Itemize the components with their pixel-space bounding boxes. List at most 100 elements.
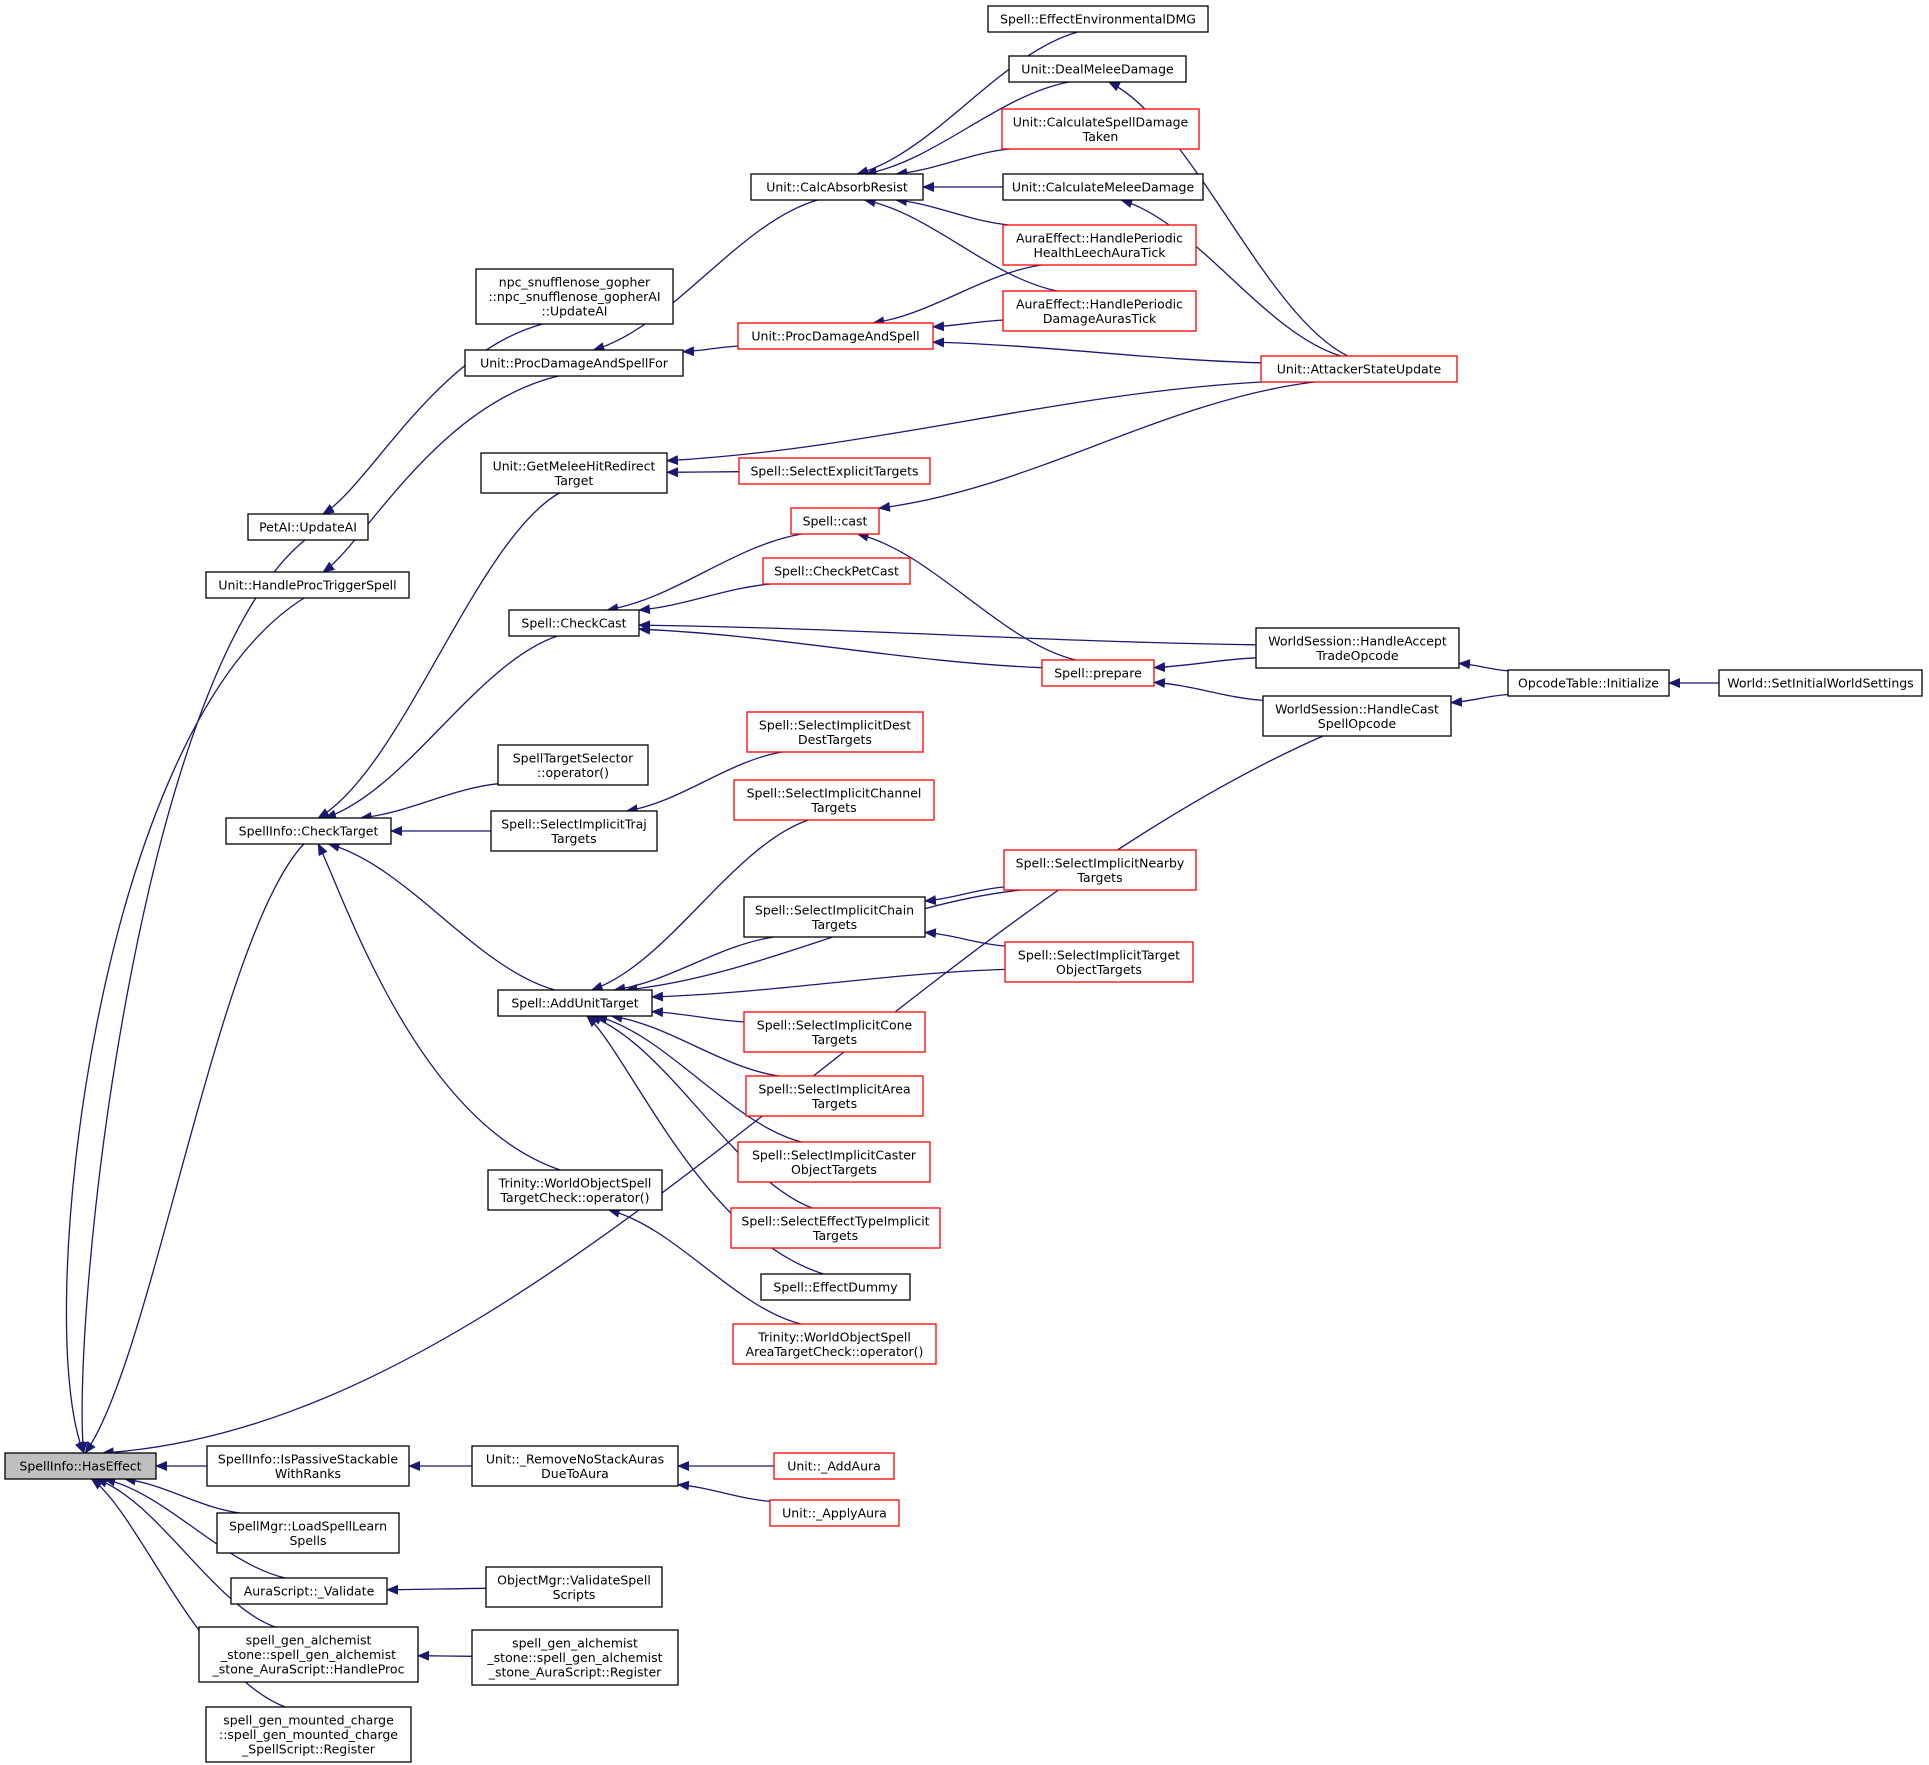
call-edge-n1-to-n0 (77, 539, 306, 1454)
node-label: Spell::SelectImplicitArea (758, 1081, 910, 1096)
node-label: Targets (811, 1032, 857, 1047)
node-box (206, 1445, 410, 1487)
node-label: SpellMgr::LoadSpellLearn (229, 1518, 387, 1533)
function-node[interactable]: World::SetInitialWorldSettings (1718, 669, 1923, 697)
function-node[interactable]: Unit::ProcDamageAndSpell (737, 322, 934, 350)
function-node[interactable]: Unit::AttackerStateUpdate (1260, 355, 1458, 383)
function-node[interactable]: Unit::_ApplyAura (769, 1499, 900, 1527)
node-label: spell_gen_alchemist (246, 1633, 372, 1648)
function-node[interactable]: Spell::CheckPetCast (762, 557, 911, 585)
node-label: Unit::CalculateMeleeDamage (1012, 180, 1195, 195)
node-box (1002, 173, 1204, 201)
call-edge-n32-to-n28 (651, 968, 1006, 1002)
call-edge-n14-to-n0 (84, 843, 305, 1454)
node-label: ::operator() (537, 765, 609, 780)
function-node[interactable]: Trinity::WorldObjectSpellTargetCheck::op… (487, 1169, 663, 1211)
function-node[interactable]: spell_gen_alchemist_stone::spell_gen_alc… (198, 1626, 419, 1683)
node-box (247, 513, 369, 541)
function-node[interactable]: spell_gen_mounted_charge::spell_gen_moun… (205, 1706, 412, 1763)
function-node[interactable]: SpellTargetSelector::operator() (497, 744, 649, 786)
node-box (1001, 108, 1200, 150)
node-label: Spell::prepare (1054, 666, 1142, 681)
node-label: SpellInfo::HasEffect (19, 1459, 141, 1474)
function-node[interactable]: Spell::EffectEnvironmentalDMG (987, 5, 1209, 33)
function-node[interactable]: Spell::EffectDummy (760, 1273, 911, 1301)
node-label: Spell::SelectImplicitCone (757, 1017, 913, 1032)
function-node[interactable]: Spell::AddUnitTarget (497, 989, 653, 1017)
node-label: SpellInfo::CheckTarget (239, 824, 379, 839)
function-node[interactable]: Unit::HandleProcTriggerSpell (205, 571, 410, 599)
node-label: Spell::SelectImplicitDest (759, 717, 911, 732)
function-node[interactable]: Spell::cast (790, 507, 880, 535)
node-label: Spell::SelectImplicitChain (755, 902, 914, 917)
function-node[interactable]: Trinity::WorldObjectSpellAreaTargetCheck… (732, 1323, 937, 1365)
function-node[interactable]: PetAI::UpdateAI (247, 513, 369, 541)
call-edge-n19-to-n17 (638, 583, 771, 615)
node-box (198, 1626, 419, 1683)
function-node[interactable]: AuraEffect::HandlePeriodicDamageAurasTic… (1002, 290, 1197, 332)
call-edge-n6-to-n5 (856, 31, 1078, 176)
call-edge-n34-to-n28 (610, 1012, 779, 1077)
node-label: Trinity::WorldObjectSpell (757, 1329, 911, 1344)
call-edge-n11-to-n5 (894, 196, 1010, 226)
function-node[interactable]: OpcodeTable::Initialize (1507, 669, 1670, 697)
node-label: Scripts (553, 1587, 596, 1602)
function-node[interactable]: Unit::CalcAbsorbResist (750, 173, 924, 201)
function-node[interactable]: Unit::ProcDamageAndSpellFor (464, 349, 684, 377)
node-label: Spell::SelectImplicitCaster (752, 1147, 917, 1162)
node-label: Spell::AddUnitTarget (511, 996, 638, 1011)
node-box (1260, 355, 1458, 383)
node-label: Spell::EffectEnvironmentalDMG (1000, 12, 1196, 27)
function-node[interactable]: Unit::_AddAura (773, 1452, 895, 1480)
function-node[interactable]: SpellInfo::CheckTarget (225, 817, 392, 845)
function-node[interactable]: Unit::DealMeleeDamage (1008, 55, 1187, 83)
call-edge-n17-to-n14 (324, 635, 558, 820)
function-node[interactable]: npc_snufflenose_gopher::npc_snufflenose_… (475, 268, 674, 325)
call-edge-n12-to-n5 (863, 197, 1058, 292)
node-box (497, 744, 649, 786)
function-node[interactable]: Unit::CalculateMeleeDamage (1002, 173, 1204, 201)
call-edge-n8-to-n15 (666, 381, 1262, 466)
call-edge-n7-to-n5 (864, 81, 1069, 177)
node-label: Unit::DealMeleeDamage (1021, 62, 1174, 77)
node-box (737, 322, 934, 350)
call-edge-n5-to-n4 (592, 199, 818, 352)
function-node[interactable]: Spell::SelectExplicitTargets (738, 457, 931, 485)
root-function-node[interactable]: SpellInfo::HasEffect (4, 1452, 157, 1480)
node-label: SpellOpcode (1318, 716, 1397, 731)
node-label: TargetCheck::operator() (499, 1190, 649, 1205)
node-label: AreaTargetCheck::operator() (746, 1344, 924, 1359)
node-box (738, 457, 931, 485)
function-node[interactable]: AuraEffect::HandlePeriodicHealthLeechAur… (1002, 224, 1197, 266)
node-label: DamageAurasTick (1043, 311, 1157, 326)
node-box (471, 1629, 679, 1686)
function-node[interactable]: AuraScript::_Validate (230, 1577, 388, 1605)
call-edge-n38-to-n14 (317, 843, 561, 1171)
node-label: PetAI::UpdateAI (259, 520, 357, 535)
node-label: npc_snufflenose_gopher (499, 275, 651, 290)
function-node[interactable]: spell_gen_alchemist_stone::spell_gen_alc… (471, 1629, 679, 1686)
call-edge-n23-to-n22 (1450, 693, 1509, 707)
node-box (4, 1452, 157, 1480)
node-label: spell_gen_alchemist (512, 1636, 638, 1651)
function-node[interactable]: Spell::prepare (1041, 659, 1155, 687)
function-node[interactable]: Spell::CheckCast (508, 609, 640, 637)
